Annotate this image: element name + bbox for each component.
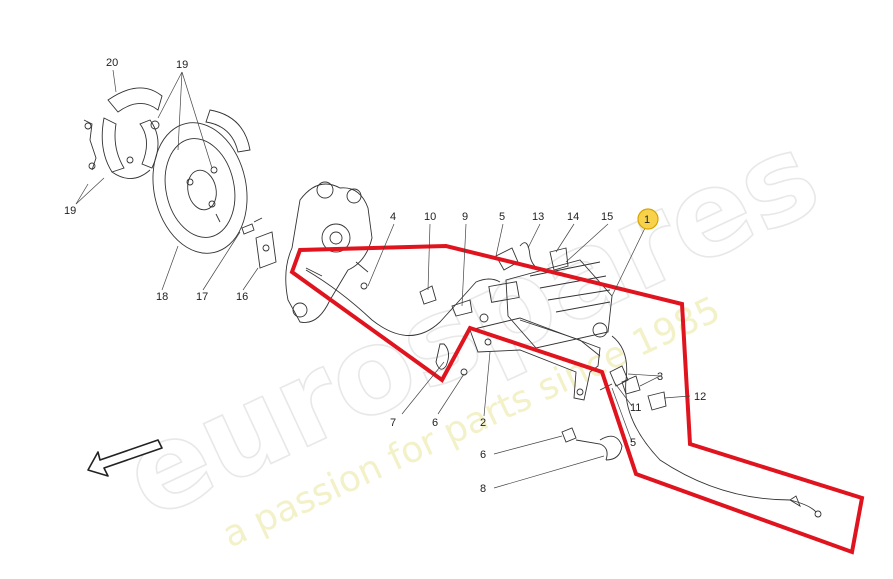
label-part-6-bottom: 6 bbox=[480, 449, 486, 461]
bolt-and-bracket bbox=[241, 217, 277, 269]
label-part-11: 11 bbox=[630, 402, 641, 414]
label-part-9: 9 bbox=[462, 211, 468, 223]
part-labels: 20 19 19 18 17 16 4 10 9 5 13 14 15 3 12… bbox=[64, 57, 706, 495]
label-part-18: 18 bbox=[156, 291, 168, 303]
label-part-19-top: 19 bbox=[176, 59, 188, 71]
label-part-15: 15 bbox=[601, 211, 613, 223]
label-part-14: 14 bbox=[567, 211, 579, 223]
label-part-6-mid: 6 bbox=[432, 417, 438, 429]
mounting-bracket bbox=[469, 317, 601, 401]
label-part-16: 16 bbox=[236, 291, 248, 303]
lower-bracket bbox=[561, 427, 623, 461]
direction-arrow-icon bbox=[87, 439, 163, 477]
label-part-5-bottom: 5 bbox=[630, 437, 636, 449]
label-part-7: 7 bbox=[390, 417, 396, 429]
callout-circle[interactable] bbox=[637, 208, 659, 230]
callout-part-1[interactable]: 1 bbox=[637, 208, 659, 230]
label-part-3: 3 bbox=[657, 371, 663, 383]
label-part-19-left: 19 bbox=[64, 205, 76, 217]
label-part-17: 17 bbox=[196, 291, 208, 303]
label-part-10: 10 bbox=[424, 211, 436, 223]
right-cable bbox=[599, 335, 822, 518]
left-cable bbox=[305, 267, 501, 336]
label-part-12: 12 bbox=[694, 391, 706, 403]
watermark-brand: eurospares bbox=[104, 105, 839, 545]
label-part-13: 13 bbox=[532, 211, 544, 223]
parking-brake-actuator bbox=[488, 259, 613, 357]
label-part-8: 8 bbox=[480, 483, 486, 495]
brake-shoe-assembly bbox=[83, 87, 163, 179]
highlight-outline bbox=[289, 243, 865, 555]
label-part-2: 2 bbox=[480, 417, 486, 429]
hub-carrier bbox=[285, 181, 373, 323]
callout-number: 1 bbox=[644, 214, 650, 226]
label-part-20: 20 bbox=[106, 57, 118, 69]
label-part-4: 4 bbox=[390, 211, 396, 223]
label-part-5-top: 5 bbox=[499, 211, 505, 223]
brake-backing-plate bbox=[152, 109, 251, 254]
leader-lines bbox=[75, 69, 691, 489]
